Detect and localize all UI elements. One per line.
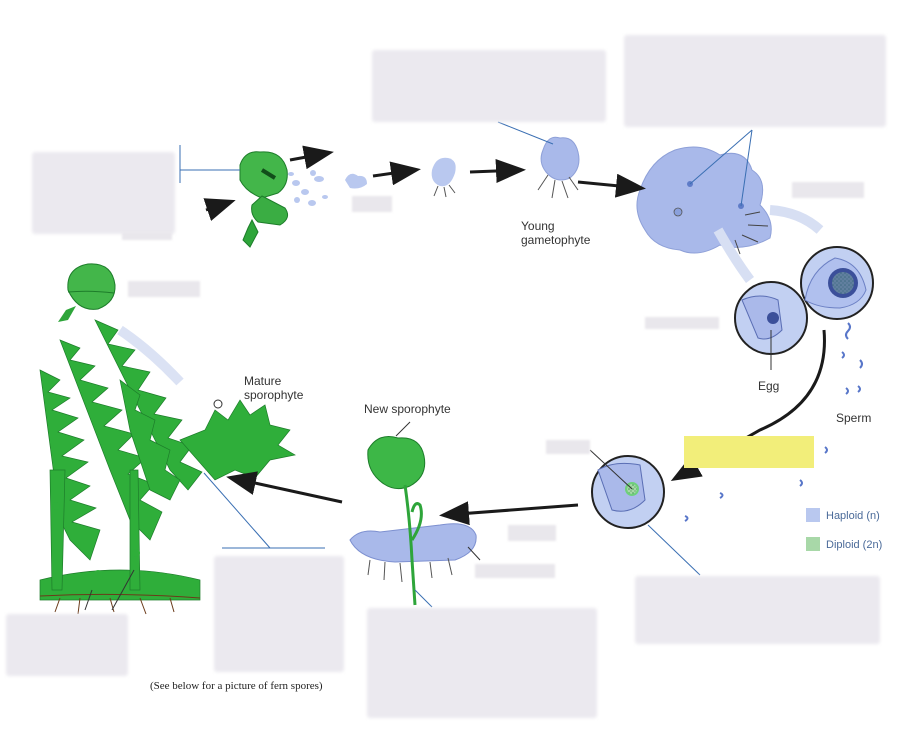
hidden-label-strip-7 <box>508 525 556 541</box>
young-gametophyte-label: Young gametophyte <box>521 219 591 247</box>
spores-note: (See below for a picture of fern spores) <box>150 680 323 692</box>
egg-label: Egg <box>758 379 780 393</box>
mature-sporophyte-label: Mature sporophyte <box>244 374 304 402</box>
hidden-label-box-top-right <box>624 35 886 127</box>
haploid-swatch <box>806 508 820 522</box>
hidden-label-strip-6 <box>546 440 590 454</box>
young-gametophyte <box>497 121 580 199</box>
hidden-label-box-bottom-right <box>635 576 880 644</box>
antheridium-circle <box>800 246 874 320</box>
germinating-spore <box>345 173 367 189</box>
sorus-pointer <box>203 472 271 549</box>
diploid-swatch <box>806 537 820 551</box>
sporangium-closeup <box>58 263 116 322</box>
hidden-label-strip-5 <box>645 317 719 329</box>
hidden-label-box-bottom-center-left <box>214 556 344 672</box>
diploid-legend-label: Diploid (2n) <box>826 539 883 551</box>
hidden-label-box-top-left <box>32 152 175 234</box>
early-gametophyte <box>431 157 456 198</box>
archegonium-circle <box>734 281 808 370</box>
mature-sporophyte-fern <box>39 319 296 601</box>
hidden-label-strip-2 <box>352 196 392 212</box>
hidden-label-strip-1 <box>122 232 172 240</box>
swimming-sperm <box>684 322 863 522</box>
pale-arrow-to-archegonium <box>713 227 755 283</box>
sperm-label: Sperm <box>836 411 872 425</box>
hidden-label-strip-4 <box>128 281 200 297</box>
hidden-label-box-top-center <box>372 50 606 122</box>
root-pointer-1 <box>84 589 93 611</box>
new-sporophyte-on-gametophyte <box>349 421 481 608</box>
cycle-arrows <box>203 145 826 526</box>
fiddlehead-2 <box>52 502 60 510</box>
mature-sporophyte-marker <box>213 399 223 409</box>
hidden-label-box-bottom-left <box>6 614 128 676</box>
pale-arrow-to-antheridium <box>769 205 824 234</box>
hidden-label-strip-8 <box>475 564 555 578</box>
fiddlehead-1 <box>132 549 140 557</box>
new-sporophyte-label: New sporophyte <box>364 402 451 416</box>
hidden-label-box-bottom-center <box>367 608 597 718</box>
dispersing-spores <box>288 170 328 206</box>
sporangium-releasing-spores <box>239 151 289 248</box>
fiddlehead-3 <box>93 570 103 580</box>
fertilized-egg-circle <box>589 449 701 576</box>
root-pointer-2 <box>111 569 135 611</box>
haploid-legend-label: Haploid (n) <box>826 510 880 522</box>
hidden-label-strip-3 <box>792 182 864 198</box>
mature-gametophyte <box>636 129 772 255</box>
pale-arrow-sporophyte-to-sporangium <box>117 325 184 386</box>
highlight-box <box>684 436 814 468</box>
